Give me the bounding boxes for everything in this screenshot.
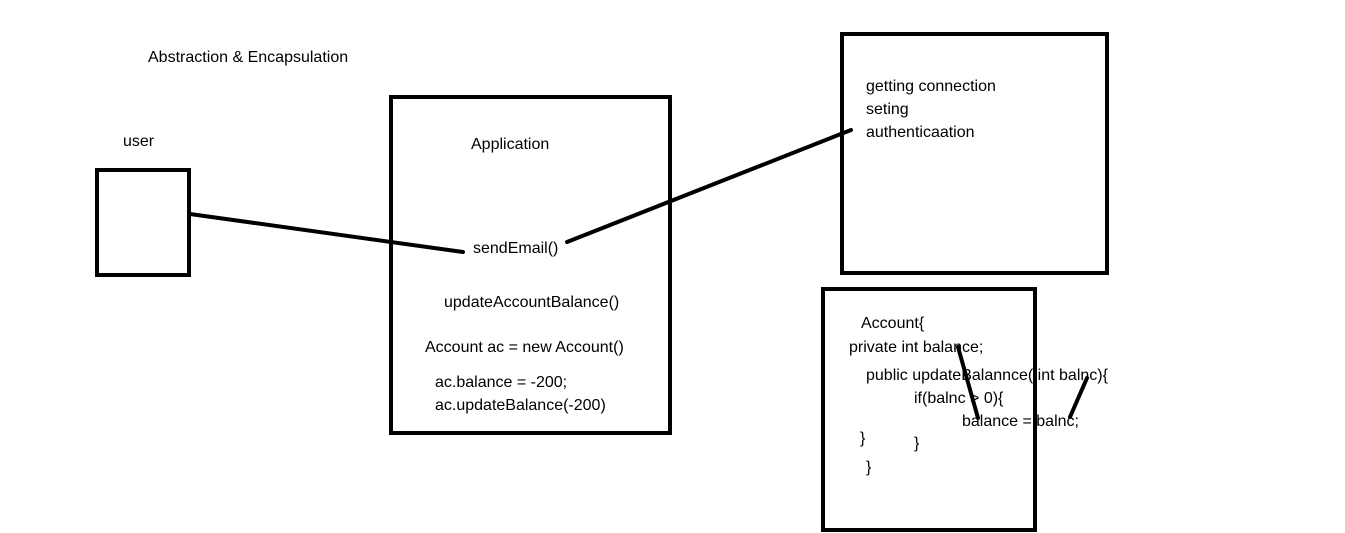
account-close-if: } [914, 435, 920, 452]
call-update-statement: ac.updateBalance(-200) [435, 397, 606, 414]
sendemail-to-service-connector [565, 128, 853, 244]
diagram-title: Abstraction & Encapsulation [148, 49, 349, 66]
strike-mark-assign [1068, 376, 1089, 419]
account-assign-statement: balance = balnc; [962, 413, 1079, 430]
user-label: user [123, 133, 155, 150]
service-line-authentication: authenticaation [866, 124, 975, 141]
application-label: Application [471, 136, 550, 153]
service-line-connection: getting connection [866, 78, 996, 95]
service-line-setting: seting [866, 101, 909, 118]
account-close-class: } [866, 459, 872, 476]
account-class-box [821, 287, 1037, 532]
account-if-statement: if(balnc > 0){ [914, 390, 1004, 407]
email-service-box [840, 32, 1109, 275]
send-email-method: sendEmail() [473, 240, 559, 257]
account-class-header: Account{ [861, 315, 925, 332]
application-box [389, 95, 672, 435]
account-field-declaration: private int balance; [849, 339, 984, 356]
user-to-sendemail-connector [188, 212, 465, 254]
set-balance-statement: ac.balance = -200; [435, 374, 568, 391]
update-account-balance-method: updateAccountBalance() [444, 294, 620, 311]
account-close-method: } [860, 430, 866, 447]
account-method-signature: public updateBalannce( int balnc){ [866, 367, 1108, 384]
new-account-statement: Account ac = new Account() [425, 339, 624, 356]
user-box [95, 168, 191, 277]
strike-mark-field [956, 345, 980, 420]
